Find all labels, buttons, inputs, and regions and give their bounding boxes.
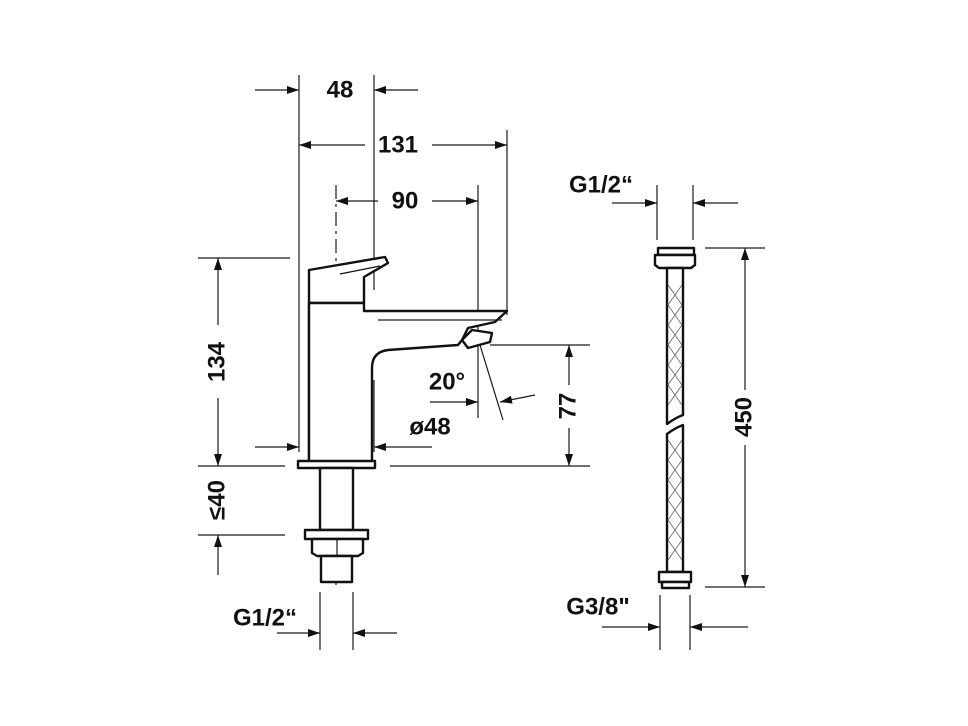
faucet-body <box>296 255 509 584</box>
shank <box>318 466 355 532</box>
dim-base-diameter: ø48 <box>409 413 450 440</box>
hose-bottom-connection-label: G3/8" <box>566 593 629 620</box>
extension-lines <box>198 75 765 650</box>
dim-hose-length: 450 <box>730 397 757 437</box>
dim-counter-thickness: ≤40 <box>203 480 230 520</box>
connection-hose <box>653 246 697 590</box>
dim-spout-height: 77 <box>554 393 581 420</box>
dimension-lines <box>214 86 749 637</box>
dim-spout-reach: 90 <box>392 187 419 214</box>
mounting-nut <box>303 528 370 541</box>
aerator <box>460 328 494 350</box>
faucet-connection-label: G1/2“ <box>233 604 297 631</box>
dim-spout-angle: 20° <box>429 368 465 395</box>
dim-body-width: 48 <box>327 76 354 103</box>
connector-pipe <box>319 554 354 584</box>
dim-height: 134 <box>203 341 230 382</box>
hose-top-connection-label: G1/2“ <box>569 171 633 198</box>
dim-total-depth: 131 <box>378 131 418 158</box>
